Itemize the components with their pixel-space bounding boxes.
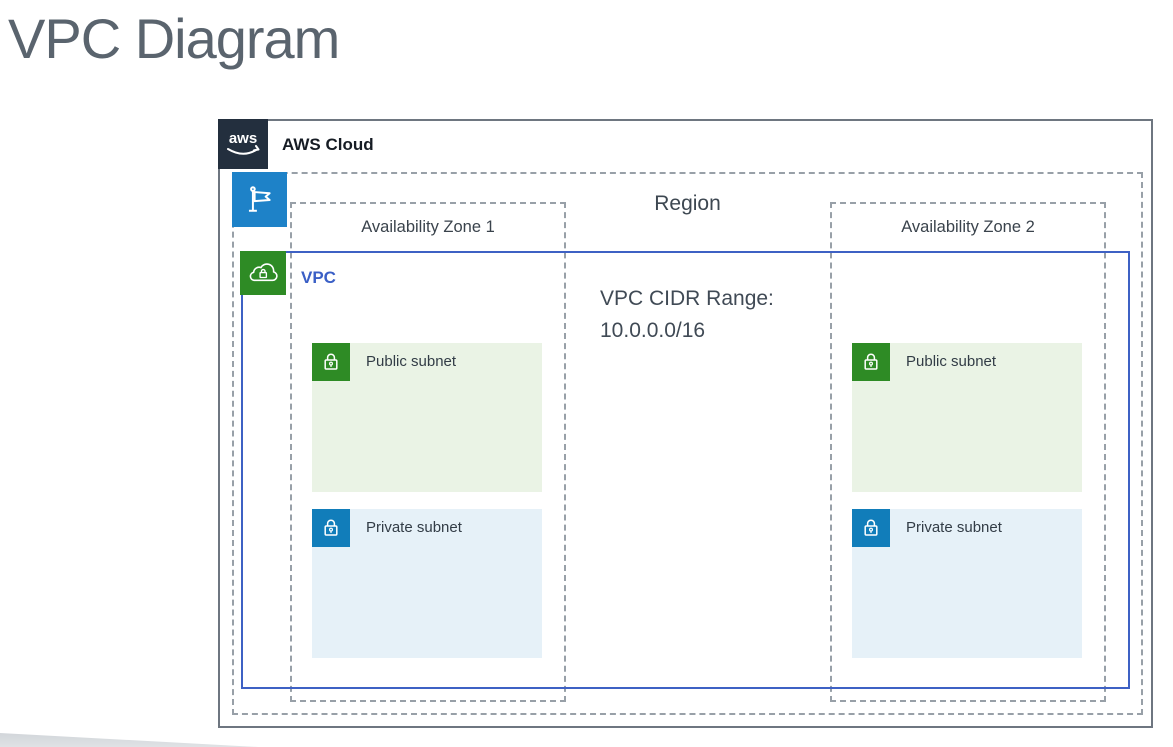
az2-private-subnet: Private subnet: [852, 509, 1082, 658]
private-subnet-lock-icon: [312, 509, 350, 547]
flag-icon: [232, 172, 287, 227]
availability-zone-2-label: Availability Zone 2: [901, 218, 1035, 236]
vpc-cidr-title: VPC CIDR Range:: [600, 287, 774, 310]
private-subnet-lock-icon: [852, 509, 890, 547]
availability-zone-1-label: Availability Zone 1: [361, 218, 495, 236]
az1-public-subnet: Public subnet: [312, 343, 542, 492]
public-subnet-label: Public subnet: [906, 353, 997, 370]
svg-text:aws: aws: [229, 130, 257, 147]
slide-corner-decoration: [0, 733, 258, 747]
az2-public-subnet: Public subnet: [852, 343, 1082, 492]
availability-zone-2: Availability Zone 2: [830, 202, 1106, 702]
vpc-cloud-lock-icon: [240, 251, 286, 295]
aws-cloud-label: AWS Cloud: [282, 135, 374, 154]
region-container: [232, 172, 1143, 715]
vpc-cidr-text: VPC CIDR Range: 10.0.0.0/16: [600, 283, 774, 347]
vpc-container: [241, 251, 1130, 689]
aws-logo-icon: aws: [218, 119, 268, 169]
vpc-cidr-value: 10.0.0.0/16: [600, 319, 706, 342]
public-subnet-label: Public subnet: [366, 353, 457, 370]
az1-private-subnet: Private subnet: [312, 509, 542, 658]
private-subnet-label: Private subnet: [366, 519, 462, 536]
public-subnet-lock-icon: [312, 343, 350, 381]
page-title: VPC Diagram: [8, 7, 340, 70]
region-label: Region: [654, 192, 721, 215]
vpc-label: VPC: [301, 268, 336, 287]
public-subnet-lock-icon: [852, 343, 890, 381]
availability-zone-1: Availability Zone 1: [290, 202, 566, 702]
private-subnet-label: Private subnet: [906, 519, 1002, 536]
